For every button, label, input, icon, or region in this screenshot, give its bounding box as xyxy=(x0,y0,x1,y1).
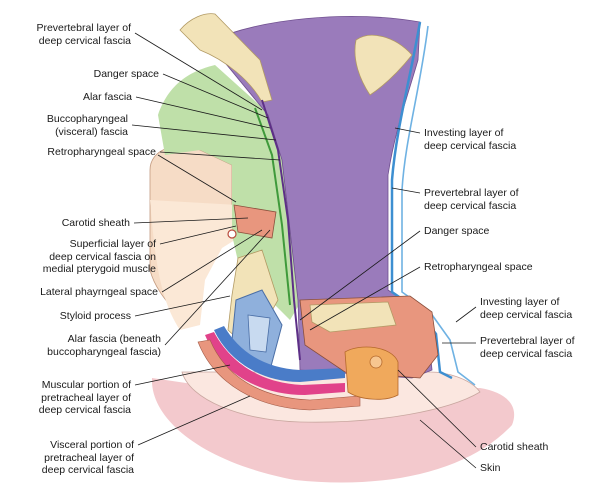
label-danger-space-left: Danger space xyxy=(93,68,159,80)
label-styloid-process: Styloid process xyxy=(59,310,131,322)
label-visceral-portion: Visceral portion of pretracheal layer of… xyxy=(41,439,134,477)
label-carotid-sheath-left: Carotid sheath xyxy=(61,217,130,229)
label-danger-space-right: Danger space xyxy=(424,225,490,237)
label-skin: Skin xyxy=(480,462,501,474)
label-buccopharyngeal-fascia: Buccopharyngeal (visceral) fascia xyxy=(46,113,128,138)
carotid-dot xyxy=(227,229,237,239)
label-alar-fascia-left: Alar fascia xyxy=(82,91,132,103)
vertebra-body xyxy=(309,301,397,333)
pharynx-inner xyxy=(247,314,271,353)
carotid-sheath-right-shape xyxy=(344,346,399,400)
blue-band xyxy=(214,326,345,382)
visceral-band xyxy=(205,332,345,395)
label-muscular-portion: Muscular portion of pretracheal layer of… xyxy=(38,379,131,417)
label-alar-fascia-beneath: Alar fascia (beneath buccopharyngeal fas… xyxy=(47,333,161,358)
carotid-sheath-left-shape xyxy=(233,204,277,239)
bone-top-right xyxy=(354,34,413,96)
label-prevertebral-layer-bottom: Prevertebral layer of deep cervical fasc… xyxy=(480,335,575,360)
label-retropharyngeal-space-left: Retropharyngeal space xyxy=(47,146,156,158)
label-prevertebral-layer-right: Prevertebral layer of deep cervical fasc… xyxy=(424,187,519,212)
label-carotid-sheath-right: Carotid sheath xyxy=(480,441,549,453)
muscle-band-bottom xyxy=(197,339,361,411)
label-lateral-pharyngeal-space: Lateral phayrngeal space xyxy=(40,286,158,298)
alar-fascia-line xyxy=(261,99,301,361)
label-retropharyngeal-space-right: Retropharyngeal space xyxy=(424,261,533,273)
buccopharyngeal-line xyxy=(254,107,291,306)
green-space xyxy=(158,65,302,320)
label-investing-layer-top: Investing layer of deep cervical fascia xyxy=(424,127,517,152)
cheek-tissue-lower xyxy=(150,200,238,330)
leader-lines xyxy=(131,32,477,469)
label-prevertebral-layer-left: Prevertebral layer of deep cervical fasc… xyxy=(36,22,131,47)
label-superficial-layer: Superficial layer of deep cervical fasci… xyxy=(42,238,156,276)
carotid-vessel xyxy=(369,355,383,369)
label-investing-layer-bottom: Investing layer of deep cervical fascia xyxy=(480,296,573,321)
